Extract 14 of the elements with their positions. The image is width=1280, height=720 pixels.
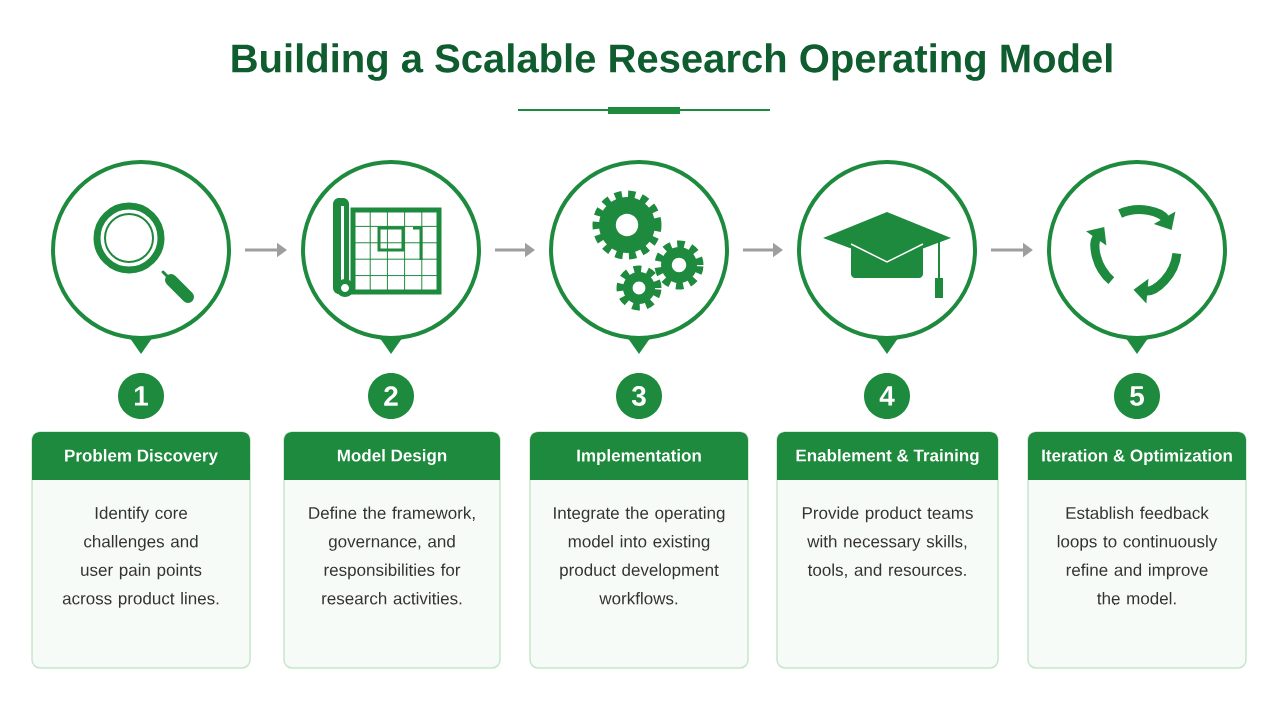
step-card: Enablement & Training Provide product teams with necessary skills, tools, and resources. [776, 431, 999, 669]
number-badge: 4 [864, 373, 910, 419]
number-badge: 5 [1114, 373, 1160, 419]
number-badge: 3 [616, 373, 662, 419]
icon-circle [51, 160, 231, 354]
number-badge: 2 [368, 373, 414, 419]
step-card: Problem Discovery Identify core challenges and user pain points across product lines. [31, 431, 251, 669]
step-card: Iteration & Optimization Establish feedback loops to continuously refine and improve the model. [1027, 431, 1247, 669]
icon-circle [301, 160, 481, 354]
title: Building a Scalable Research Operating Model [232, 43, 1112, 81]
step-card: Implementation Integrate the operating model into existing product development workflows. [529, 431, 749, 669]
step-card: Model Design Define the framework, governance, and responsibilities for research activities. [283, 431, 501, 669]
icon-circle [1047, 160, 1227, 354]
number-badge: 1 [118, 373, 164, 419]
